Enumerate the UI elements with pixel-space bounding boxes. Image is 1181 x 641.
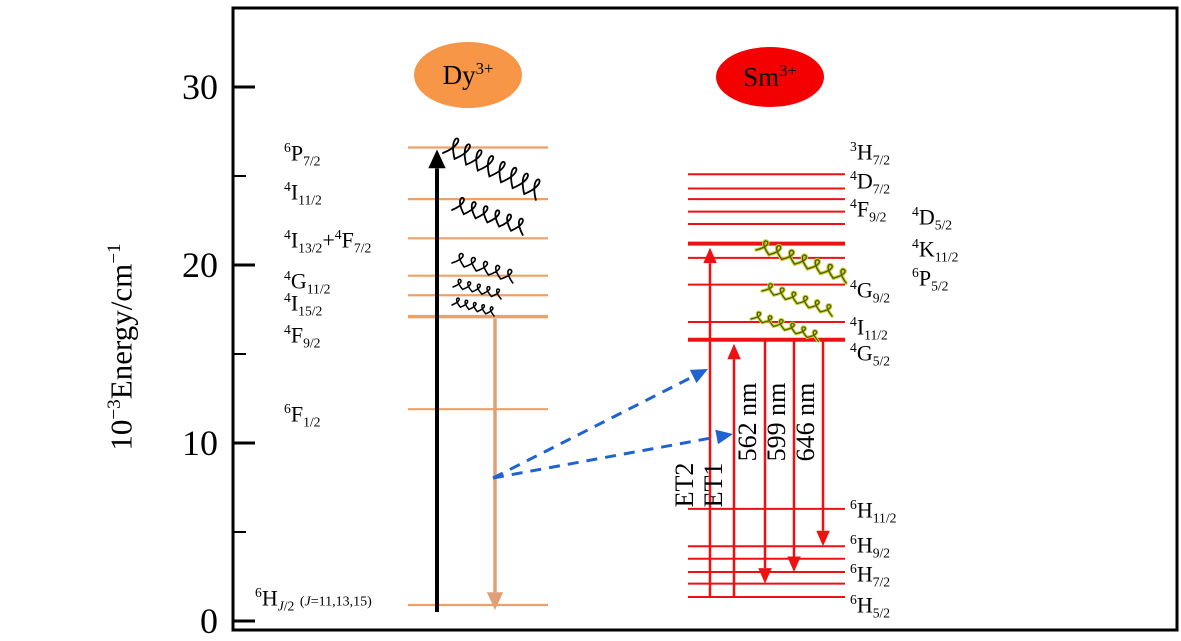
dy-relaxation-coil xyxy=(451,297,495,317)
dy-relaxation-coil xyxy=(452,278,502,300)
dy-to-sm-transfer-arrow-line xyxy=(492,435,717,480)
sm-relaxation-coil xyxy=(750,311,819,342)
sm-emission-arrow-head xyxy=(787,556,801,573)
et1-arrow-head xyxy=(727,343,741,360)
et2-arrow-head xyxy=(703,247,717,264)
dy-relaxation-coil xyxy=(451,197,524,236)
plot-border xyxy=(231,6,1179,632)
sm-relaxation-coil xyxy=(761,283,833,317)
sm-relaxation-coil xyxy=(755,240,847,284)
dy-relaxation-coil xyxy=(442,137,541,201)
sm-emission-arrow-head xyxy=(816,530,830,547)
dy-to-sm-transfer-arrow-head xyxy=(715,429,733,445)
dy-to-sm-transfer-arrow-head xyxy=(689,369,708,384)
dy-relaxation-coil xyxy=(451,252,514,284)
dy-emission-arrow-head xyxy=(486,592,504,610)
sm-emission-arrow-head xyxy=(758,568,772,584)
dy-excitation-arrow-head xyxy=(428,149,446,169)
dy-to-sm-transfer-arrow-line xyxy=(492,375,694,480)
